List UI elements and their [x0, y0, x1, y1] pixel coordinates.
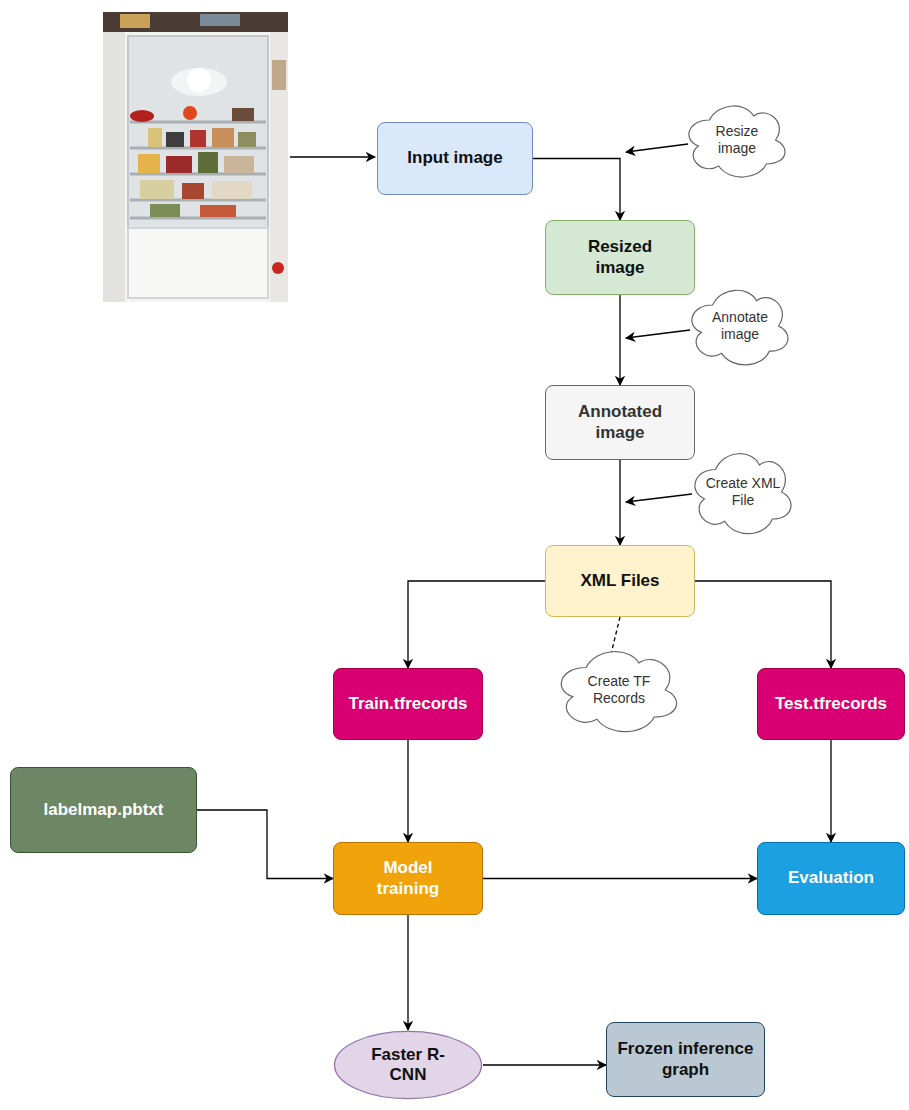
flow-arrow [619, 460, 620, 545]
node-label: Annotate image [704, 309, 776, 343]
flow-arrow [408, 581, 545, 668]
node-label: Resize image [701, 123, 773, 157]
food-item [140, 180, 174, 199]
food-item [183, 106, 197, 120]
node-label: Create TF Records [579, 673, 659, 707]
output-box: Frozen inference graph [606, 1022, 765, 1097]
photo-arrow [290, 156, 375, 157]
fridge-interior [128, 36, 268, 228]
food-item [166, 156, 192, 173]
node-label: Annotated image [565, 402, 675, 443]
cloud-shape [689, 106, 785, 177]
node-label: Model training [353, 858, 463, 899]
food-item [212, 181, 252, 199]
process-box: Annotated image [545, 385, 695, 460]
fridge-photo [103, 12, 288, 302]
step-cloud: Resize image [682, 100, 792, 180]
cabinet-item [200, 14, 240, 26]
flow-arrow [619, 295, 620, 385]
process-box: Evaluation [757, 842, 905, 915]
node-label: Create XML File [705, 475, 781, 509]
cabinet-item [120, 14, 150, 28]
food-item [198, 152, 218, 173]
food-item [224, 156, 254, 173]
ellipse-shape [335, 1031, 482, 1098]
cabinet-strip [103, 12, 288, 32]
cloud-shape [695, 454, 791, 534]
data-box: Test.tfrecords [757, 668, 905, 740]
light-glow [171, 68, 227, 96]
flow-arrow [407, 740, 408, 842]
food-item [200, 205, 236, 217]
fridge-door [270, 32, 288, 302]
step-arrow [626, 144, 688, 152]
step-cloud: Annotate image [685, 284, 795, 368]
food-item [272, 262, 284, 274]
fridge-drawer [128, 228, 268, 298]
process-box: Model training [333, 842, 483, 915]
dashed-connector [611, 617, 620, 654]
fridge-side [103, 32, 125, 302]
config-box: labelmap.pbtxt [10, 767, 197, 853]
node-label: Input image [407, 148, 502, 168]
photo-ground [103, 12, 288, 302]
food-item [148, 128, 162, 147]
flow-arrow [830, 740, 831, 842]
cloud-shape [692, 290, 788, 365]
flow-arrow [695, 581, 831, 668]
node-label: Evaluation [788, 868, 874, 888]
step-cloud: Create TF Records [553, 645, 685, 735]
process-box: Input image [377, 122, 533, 195]
food-item [272, 60, 286, 90]
step-arrow [626, 494, 692, 502]
food-item [166, 132, 184, 147]
process-box: XML Files [545, 545, 695, 617]
node-label: Train.tfrecords [348, 694, 467, 714]
node-label: Resized image [565, 237, 675, 278]
food-item [232, 108, 254, 121]
flow-arrow [483, 878, 757, 879]
process-box: Resized image [545, 220, 695, 295]
food-item [182, 183, 204, 199]
data-box: Train.tfrecords [333, 668, 483, 740]
flow-arrow [533, 159, 620, 221]
food-item [190, 130, 206, 147]
food-item [130, 110, 154, 122]
cloud-shape [561, 652, 676, 732]
node-label: labelmap.pbtxt [44, 800, 164, 820]
step-arrow [626, 330, 690, 338]
food-item [150, 204, 180, 217]
node-label: Test.tfrecords [775, 694, 887, 714]
flow-arrow [483, 1064, 606, 1065]
flow-arrow [197, 810, 333, 879]
node-label: XML Files [580, 571, 659, 591]
step-cloud: Create XML File [688, 447, 798, 537]
node-label: Frozen inference graph [615, 1039, 756, 1080]
food-item [238, 132, 256, 147]
food-item [212, 128, 234, 147]
food-item [138, 154, 160, 173]
model-ellipse: Faster R-CNN [333, 1030, 483, 1100]
node-label: Faster R-CNN [358, 1045, 458, 1086]
flow-arrow [407, 915, 408, 1030]
